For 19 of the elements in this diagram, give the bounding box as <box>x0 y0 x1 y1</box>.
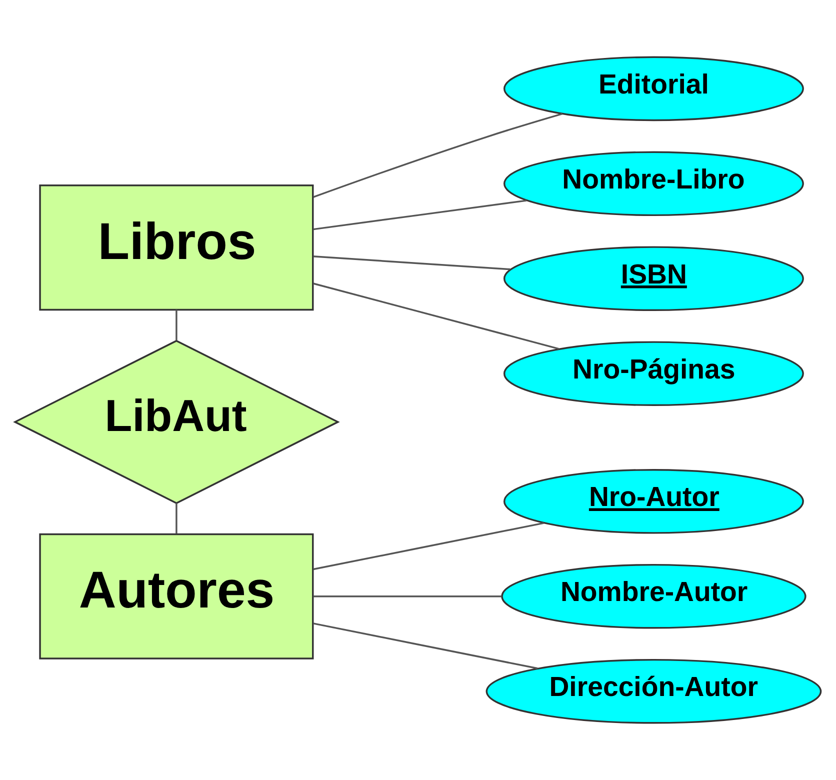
connector <box>313 622 538 670</box>
connector <box>313 596 502 598</box>
node-ellipse: Nombre-Autor <box>501 564 806 629</box>
node-ellipse: Nro-Autor <box>503 468 804 534</box>
connector <box>176 503 178 534</box>
node-ellipse: Dirección-Autor <box>486 658 822 724</box>
connector <box>176 310 178 340</box>
connector <box>313 256 510 270</box>
node-box: Libros <box>39 184 314 311</box>
node-ellipse: Nombre-Libro <box>503 151 804 216</box>
connector <box>313 522 544 570</box>
connector <box>313 200 527 230</box>
node-diamond: LibAut <box>13 340 340 504</box>
connector <box>313 282 559 350</box>
node-ellipse: ISBN <box>503 246 804 312</box>
node-box: Autores <box>39 533 314 660</box>
node-ellipse: Editorial <box>503 56 804 122</box>
connector <box>313 112 563 198</box>
node-ellipse: Nro-Páginas <box>503 341 804 406</box>
